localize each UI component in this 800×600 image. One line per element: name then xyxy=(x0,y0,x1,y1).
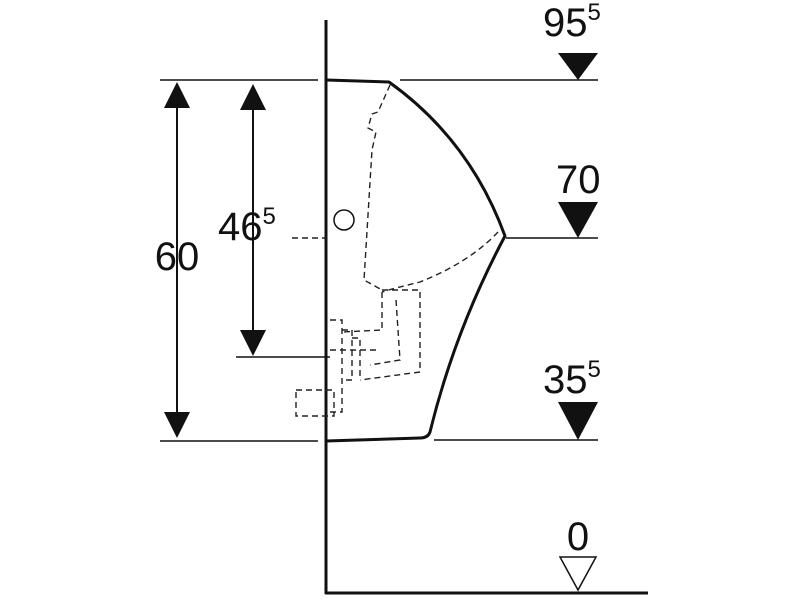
label-level-35: 355 xyxy=(543,356,601,402)
label-level-70: 70 xyxy=(556,158,601,202)
urinal-outline xyxy=(325,78,507,443)
extension-lines xyxy=(160,79,598,442)
level-marker-0 xyxy=(558,556,598,592)
level-marker-70 xyxy=(558,202,598,238)
outlet-circle xyxy=(333,209,355,231)
dimension-outlet-height xyxy=(240,84,266,356)
label-level-95: 955 xyxy=(543,0,601,45)
level-marker-95 xyxy=(558,53,598,80)
label-outlet-height: 465 xyxy=(218,203,276,249)
dimension-overall-height xyxy=(164,82,190,438)
hidden-lines xyxy=(292,84,499,417)
label-overall-height: 60 xyxy=(155,235,200,279)
label-level-0: 0 xyxy=(567,515,589,559)
level-marker-35 xyxy=(558,402,598,440)
